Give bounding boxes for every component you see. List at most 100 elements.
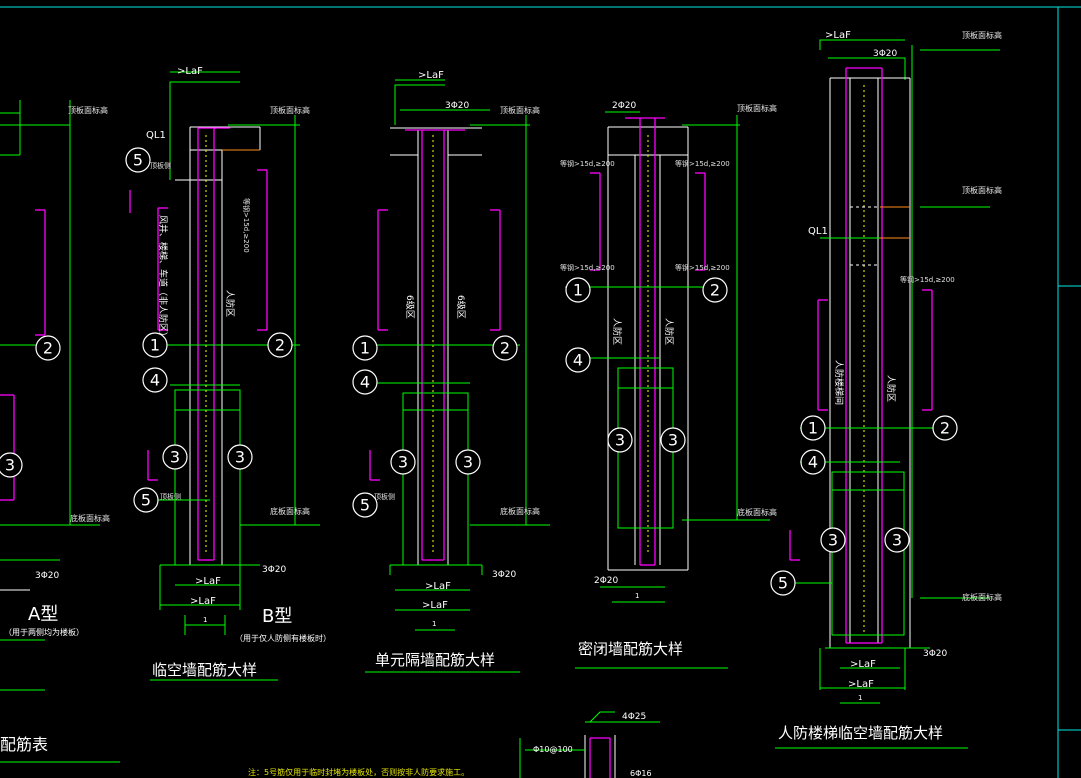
a-bar-3d20: 3Φ20 — [35, 571, 60, 581]
bottom-partial-detail — [519, 711, 660, 778]
m-bar-2d20-top: 2Φ20 — [612, 101, 637, 111]
r-top-elev-2: 顶板面标高 — [962, 185, 1002, 195]
drawing-frame — [0, 6, 1081, 778]
pei-jin-biao-title: 配筋表 — [0, 735, 48, 754]
b-side-note: 顶板侧 — [150, 161, 171, 170]
r-dim-1: 1 — [858, 694, 862, 702]
mi-bi-detail — [565, 111, 770, 669]
r-bar-3d20-top: 3Φ20 — [873, 49, 898, 59]
r-circle-3-left — [820, 527, 846, 553]
b-dim-1: 1 — [203, 616, 207, 624]
m-circle-3-left-label: 3 — [615, 431, 625, 450]
b-civil-zone: 人防区 — [224, 290, 236, 317]
r-circle-5 — [770, 570, 796, 596]
r-circle-1 — [800, 415, 826, 441]
m-bar-2d20-bot: 2Φ20 — [594, 576, 619, 586]
m-circle-4-label: 4 — [573, 351, 583, 370]
m-circle-1 — [565, 277, 591, 303]
b-laf-bot: >LaF — [190, 596, 216, 607]
d-circle-2-label: 2 — [500, 339, 510, 358]
m-stirrup-note-2: 等钢>15d,≥200 — [675, 159, 730, 168]
r-stirrup-note: 等钢>15d,≥200 — [900, 275, 955, 284]
r-laf-top: >LaF — [825, 30, 851, 41]
a-circle-2-label: 2 — [43, 339, 53, 358]
r-circle-1-label: 1 — [808, 419, 818, 438]
b-circle-1 — [142, 332, 168, 358]
bottom-bar-6d16: 6Φ16 — [630, 769, 652, 778]
b-circle-3-right-label: 3 — [235, 448, 245, 467]
a-circle-2 — [35, 335, 61, 361]
mi-bi-title: 密闭墙配筋大样 — [578, 640, 683, 658]
d-six-zone-right: 6级区 — [455, 295, 467, 319]
d-circle-3-left-label: 3 — [398, 453, 408, 472]
dan-yuan-detail — [365, 79, 550, 673]
d-side-note-5: 顶板侧 — [374, 492, 395, 501]
d-bottom-elev: 底板面标高 — [500, 506, 540, 516]
d-laf-mid: >LaF — [425, 581, 451, 592]
b-top-elev: 顶板面标高 — [270, 105, 310, 115]
d-six-zone-left: 6级区 — [404, 295, 416, 319]
b-circle-3-left-label: 3 — [170, 448, 180, 467]
r-circle-2 — [932, 415, 958, 441]
r-circle-4-label: 4 — [808, 453, 818, 472]
b-circle-1-label: 1 — [150, 336, 160, 355]
b-type-subtitle: （用于仅人防侧有楼板时） — [235, 633, 331, 643]
d-circle-5 — [352, 492, 378, 518]
r-top-elev-1: 顶板面标高 — [962, 30, 1002, 40]
r-ql1: QL1 — [808, 226, 828, 237]
r-circle-4 — [800, 449, 826, 475]
r-circle-3-left-label: 3 — [828, 531, 838, 550]
d-laf-bot: >LaF — [422, 600, 448, 611]
m-circle-2 — [702, 277, 728, 303]
r-civil-zone: 人防区 — [885, 375, 897, 402]
a-type-title: A型 — [28, 604, 58, 625]
d-laf-top: >LaF — [418, 70, 444, 81]
b-type-title: B型 — [262, 606, 292, 627]
b-circle-5-bot-label: 5 — [141, 491, 151, 510]
b-stirrup-note: 等钢>15d,≥200 — [242, 198, 251, 253]
d-circle-3-right-label: 3 — [463, 453, 473, 472]
d-circle-3-right — [455, 449, 481, 475]
r-bar-3d20-bot: 3Φ20 — [923, 649, 948, 659]
d-dim-1: 1 — [432, 620, 436, 628]
d-circle-4-label: 4 — [360, 373, 370, 392]
d-circle-2 — [492, 335, 518, 361]
m-stirrup-note-4: 等钢>15d,≥200 — [675, 263, 730, 272]
b-bar-3d20: 3Φ20 — [262, 565, 287, 575]
r-circle-5-label: 5 — [778, 574, 788, 593]
m-circle-3-left — [607, 427, 633, 453]
m-circle-2-label: 2 — [710, 281, 720, 300]
r-bottom-elev: 底板面标高 — [962, 592, 1002, 602]
d-bar-3d20-top: 3Φ20 — [445, 101, 470, 111]
r-circle-3-right-label: 3 — [892, 531, 902, 550]
a-bottom-elev: 底板面标高 — [70, 513, 110, 523]
d-circle-4 — [352, 369, 378, 395]
m-bottom-elev: 底板面标高 — [737, 507, 777, 517]
m-civil-zone-left: 人防区 — [611, 318, 623, 345]
m-circle-1-label: 1 — [573, 281, 583, 300]
dan-yuan-title: 单元隔墙配筋大样 — [375, 651, 495, 669]
b-circle-2 — [267, 332, 293, 358]
bottom-bar-d10-100: Φ10@100 — [533, 745, 573, 754]
m-circle-3-right — [660, 427, 686, 453]
m-dim-1: 1 — [635, 592, 639, 600]
a-circle-3 — [0, 452, 23, 478]
b-type-detail — [129, 71, 320, 681]
b-circle-4 — [142, 367, 168, 393]
r-circle-3-right — [884, 527, 910, 553]
m-top-elev: 顶板面标高 — [737, 103, 777, 113]
b-ql1: QL1 — [146, 130, 166, 141]
d-top-elev: 顶板面标高 — [500, 105, 540, 115]
b-circle-5-bot — [133, 487, 159, 513]
b-circle-3-left — [162, 444, 188, 470]
bottom-note: 注：5号筋仅用于临时封堵为楼板处，否则按非人防要求施工。 — [248, 767, 469, 777]
b-open-zone: 风井、楼梯、车道（非人防区） — [157, 215, 169, 341]
d-circle-5-label: 5 — [360, 496, 370, 515]
m-circle-4 — [565, 347, 591, 373]
ren-fang-title: 人防楼梯临空墙配筋大样 — [778, 724, 943, 742]
m-civil-zone-right: 人防区 — [663, 318, 675, 345]
m-stirrup-note-3: 等钢>15d,≥200 — [560, 263, 615, 272]
r-laf-bot: >LaF — [848, 679, 874, 690]
r-laf-mid: >LaF — [850, 659, 876, 670]
